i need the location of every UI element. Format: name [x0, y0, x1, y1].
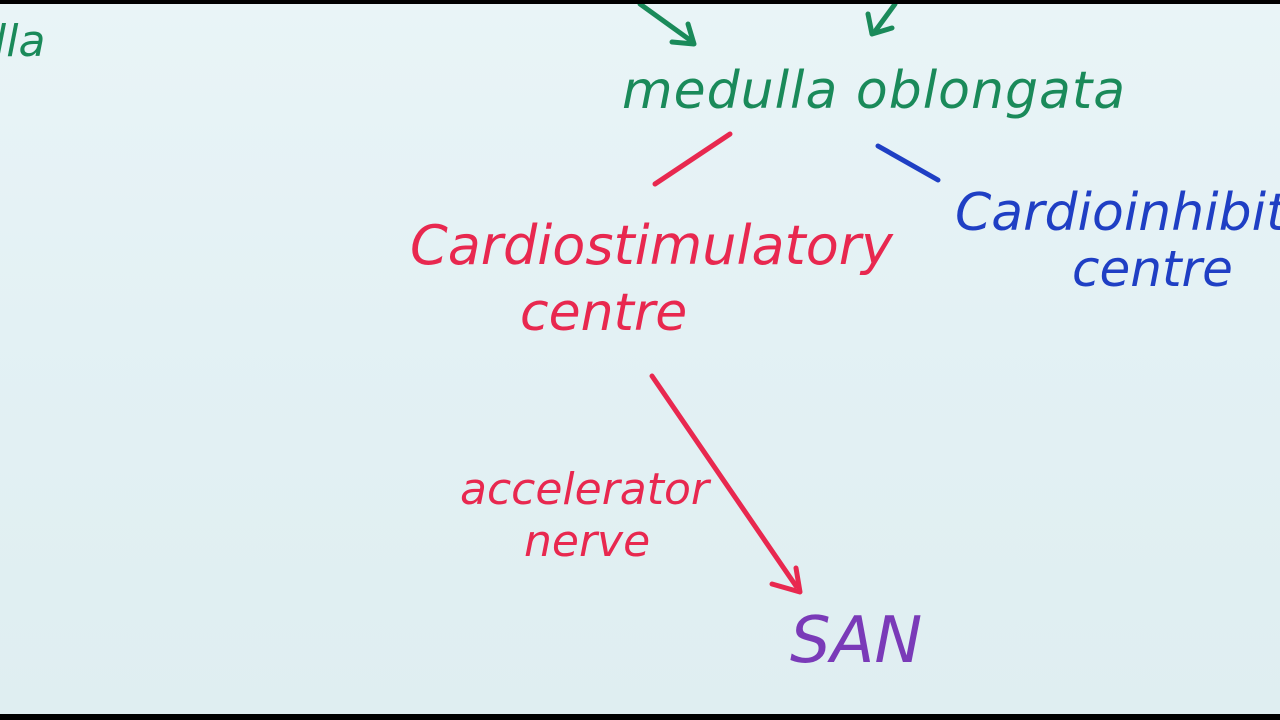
top-left-fragment-label: lla — [0, 16, 45, 67]
cardiostimulatory-centre-label: centre — [520, 283, 687, 343]
stim-connector-line — [652, 131, 733, 187]
inhib-connector-line — [875, 143, 941, 183]
cardiostimulatory-label: Cardiostimulatory — [410, 214, 894, 277]
san-label: SAN — [790, 604, 922, 678]
cardioinhibitory-centre-label: centre — [1072, 240, 1233, 298]
medulla-oblongata-label: medulla oblongata — [622, 61, 1126, 121]
incoming-arrow-left — [637, 4, 697, 47]
accelerator-label: accelerator — [460, 464, 712, 515]
accelerator-arrow — [649, 373, 803, 595]
nerve-label: nerve — [524, 516, 650, 567]
cardioinhibitory-label: Cardioinhibitor — [955, 183, 1280, 243]
diagram-canvas: lla medulla oblongata Cardiostimulatory … — [0, 4, 1280, 678]
incoming-arrow-right — [865, 4, 898, 37]
whiteboard: lla medulla oblongata Cardiostimulatory … — [0, 4, 1280, 714]
